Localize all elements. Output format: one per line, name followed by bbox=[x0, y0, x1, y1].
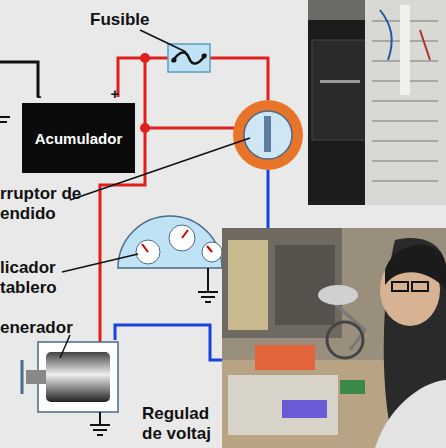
part-name: rruptor de endido bbox=[0, 184, 98, 224]
part-name: enerador bbox=[0, 318, 90, 338]
part-name: licador tablero bbox=[0, 258, 72, 298]
part-name: Fusible bbox=[90, 10, 170, 30]
part-name: Regulad de voltaj bbox=[142, 404, 220, 444]
soldering-photo bbox=[222, 228, 446, 448]
terminal-sign: - bbox=[33, 86, 45, 106]
terminal-sign: + bbox=[108, 84, 122, 104]
battery-label: Acumulador bbox=[35, 130, 123, 147]
battery-box: Acumulador bbox=[22, 103, 135, 173]
breadboard-photo bbox=[308, 0, 446, 205]
